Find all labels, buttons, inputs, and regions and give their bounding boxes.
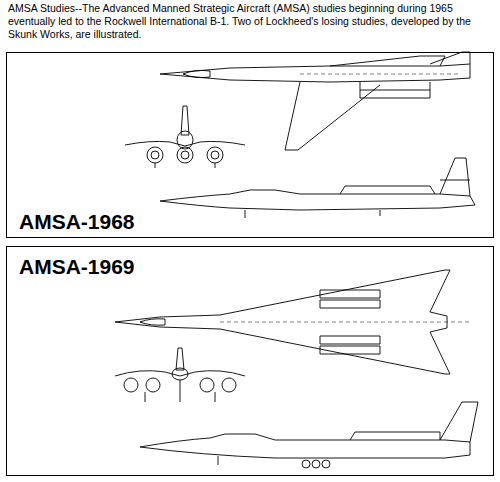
caption-text: AMSA Studies--The Advanced Manned Strate…	[8, 2, 494, 41]
drawing-panel: AMSA-1968	[6, 52, 494, 238]
side-view-1969	[140, 402, 478, 468]
panel-label: AMSA-1968	[19, 210, 135, 234]
front-view-1968	[125, 106, 245, 168]
top-view-1969	[115, 270, 470, 374]
side-view-1968	[160, 158, 475, 218]
top-view-1968	[160, 52, 470, 150]
drawing-panel: AMSA-1969	[6, 246, 494, 476]
panel-label: AMSA-1969	[19, 255, 135, 279]
front-view-1969	[115, 348, 245, 402]
